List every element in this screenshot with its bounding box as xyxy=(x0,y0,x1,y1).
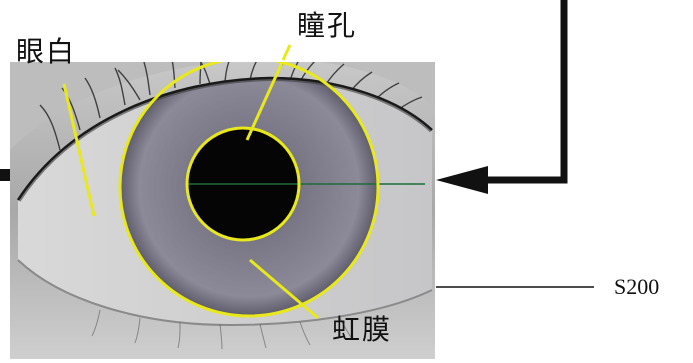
eye-photo xyxy=(10,45,435,359)
input-arrow-shaft xyxy=(478,0,564,180)
input-arrow-head xyxy=(436,166,488,194)
left-arrow-stub xyxy=(0,169,10,181)
pupil-label: 瞳孔 xyxy=(297,12,357,40)
pupil-leader-line-top xyxy=(283,45,290,60)
sclera-label: 眼白 xyxy=(16,38,76,66)
reference-numeral: S200 xyxy=(614,276,659,298)
iris-label: 虹膜 xyxy=(332,316,392,344)
